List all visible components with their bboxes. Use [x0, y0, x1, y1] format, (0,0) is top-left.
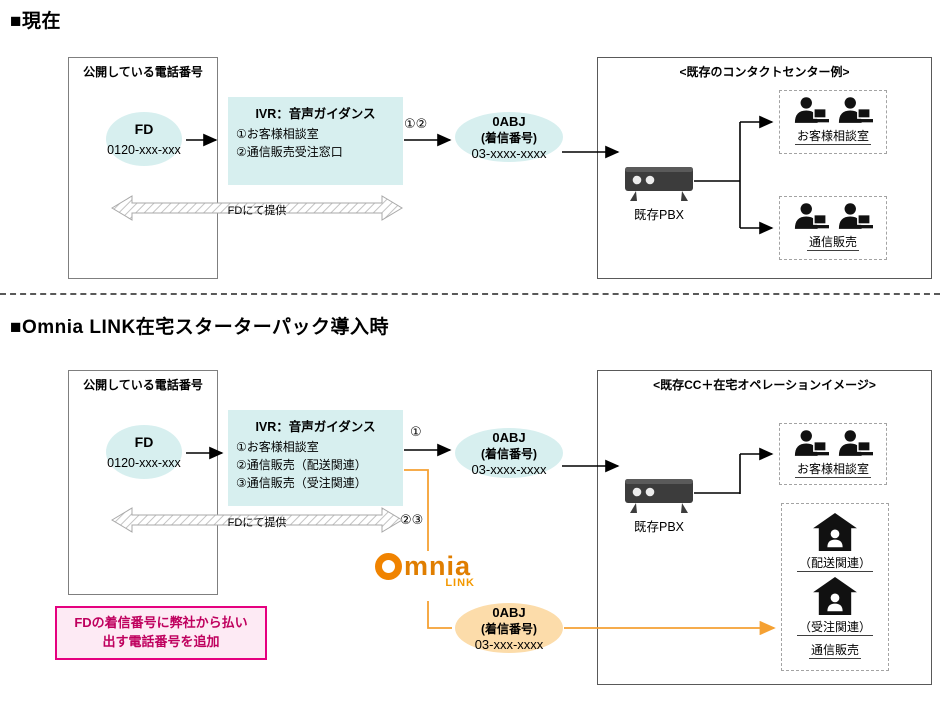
- contact-center-title-omnia: <既存CC＋在宅オペレーションイメージ>: [653, 378, 876, 392]
- ivr-item: ②通信販売（配送関連）: [236, 458, 367, 472]
- section-heading-current: ■現在: [10, 11, 61, 32]
- group-label-sales-omnia: 通信販売: [808, 643, 861, 659]
- abj-name-current: 0ABJ: [492, 114, 526, 129]
- abj-ellipse-omnia-link: [455, 603, 563, 653]
- route-label-current: ①②: [404, 116, 428, 131]
- note-line-2: 出す電話番号を追加: [102, 634, 220, 649]
- omnia-o-icon: [375, 553, 402, 580]
- abj-text-omnia-link: 0ABJ (着信番号) 03-xxx-xxxx: [448, 605, 570, 654]
- operator-icon-row: [793, 202, 873, 231]
- published-number-title-omnia: 公開している電話番号: [83, 378, 203, 392]
- abj-text-current: 0ABJ (着信番号) 03-xxxx-xxxx: [448, 114, 570, 163]
- operator-icon: [793, 202, 829, 231]
- route1-label-omnia: ①: [410, 424, 422, 439]
- group-box-consult-current: お客様相談室: [779, 90, 887, 154]
- published-number-box-omnia: 公開している電話番号: [68, 370, 218, 595]
- group-box-consult-omnia: お客様相談室: [779, 423, 887, 485]
- abj-ellipse-omnia-pbx: [455, 428, 563, 478]
- abj-number: 03-xxx-xxxx: [474, 636, 544, 652]
- omnia-logo-text: mnia: [404, 551, 472, 581]
- route2-label-omnia: ②③: [400, 512, 424, 527]
- ivr-item: ③通信販売（受注関連）: [236, 476, 367, 490]
- note-box: FDの着信番号に弊社から払い 出す電話番号を追加: [55, 606, 267, 660]
- fd-label-omnia: FD: [134, 434, 154, 450]
- abj-ellipse-current: [455, 112, 563, 162]
- abj-number: 03-xxxx-xxxx: [471, 461, 547, 477]
- group-box-sales-current: 通信販売: [779, 196, 887, 260]
- pbx-label-omnia: 既存PBX: [633, 520, 684, 534]
- fd-number-omnia: 0120-xxx-xxx: [107, 456, 181, 470]
- abj-name: 0ABJ: [492, 430, 526, 445]
- operator-icon: [837, 202, 873, 231]
- ivr-box-omnia: IVR：音声ガイダンス ①お客様相談室 ②通信販売（配送関連） ③通信販売（受注…: [228, 410, 403, 506]
- operator-icon: [793, 96, 829, 125]
- group-label-sales-current: 通信販売: [806, 235, 859, 251]
- published-number-title-current: 公開している電話番号: [83, 65, 203, 79]
- note-line-1: FDの着信番号に弊社から払い: [74, 615, 248, 631]
- operator-icon: [837, 429, 873, 458]
- section-divider: [0, 293, 940, 295]
- group-box-home-omnia: （配送関連） （受注関連） 通信販売: [781, 503, 889, 671]
- abj-name: 0ABJ: [492, 605, 526, 620]
- abj-sub: (着信番号): [481, 446, 537, 461]
- group-label-consult-omnia: お客様相談室: [794, 462, 871, 478]
- abj-text-omnia-pbx: 0ABJ (着信番号) 03-xxxx-xxxx: [448, 430, 570, 479]
- pbx-icon-omnia: [624, 472, 694, 514]
- omnia-logo-sub: LINK: [445, 577, 475, 589]
- section-heading-omnia: ■Omnia LINK在宅スターターパック導入時: [10, 317, 390, 338]
- pbx-icon-current: [624, 160, 694, 202]
- home-worker-icon: [813, 512, 857, 552]
- fd-ellipse-omnia: [106, 425, 182, 479]
- contact-center-title-current: <既存のコンタクトセンター例>: [679, 65, 850, 79]
- ivr-title-omnia: IVR：音声ガイダンス: [255, 420, 376, 434]
- fd-ellipse-current: [106, 112, 182, 166]
- group-label-consult-current: お客様相談室: [794, 129, 871, 145]
- ivr-title-current: IVR：音声ガイダンス: [255, 107, 376, 121]
- fd-label-current: FD: [134, 121, 154, 137]
- abj-sub-current: (着信番号): [481, 130, 537, 145]
- abj-number-current: 03-xxxx-xxxx: [471, 145, 547, 161]
- fd-number-current: 0120-xxx-xxx: [107, 143, 181, 157]
- ivr-item: ①お客様相談室: [236, 440, 319, 454]
- published-number-box-current: 公開している電話番号: [68, 57, 218, 279]
- omnia-logo-row: mnia: [375, 553, 479, 580]
- home-label-delivery: （配送関連）: [796, 556, 873, 572]
- provide-arrow-label-current: FDにて提供: [227, 205, 287, 217]
- operator-icon-row: [793, 96, 873, 125]
- omnia-link-logo: mnia LINK: [371, 551, 483, 601]
- operator-icon: [837, 96, 873, 125]
- ivr-item: ①お客様相談室: [236, 127, 319, 141]
- operator-icon: [793, 429, 829, 458]
- pbx-label-current: 既存PBX: [633, 208, 684, 222]
- home-worker-icon: [813, 576, 857, 616]
- ivr-item: ②通信販売受注窓口: [236, 145, 343, 159]
- abj-sub: (着信番号): [481, 621, 537, 636]
- provide-arrow-label-omnia: FDにて提供: [227, 517, 287, 529]
- operator-icon-row: [793, 429, 873, 458]
- home-label-order: （受注関連）: [796, 620, 873, 636]
- ivr-box-current: IVR：音声ガイダンス ①お客様相談室 ②通信販売受注窓口: [228, 97, 403, 185]
